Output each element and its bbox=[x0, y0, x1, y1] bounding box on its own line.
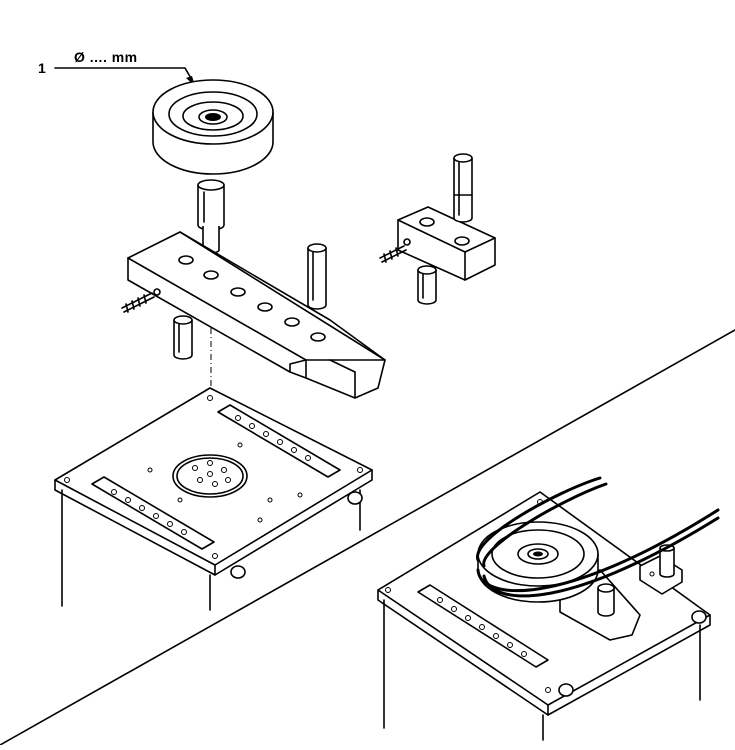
callout-number: 1 bbox=[38, 60, 46, 76]
machine-housing-left bbox=[54, 387, 373, 611]
stop-block-pin-top bbox=[453, 153, 473, 223]
stop-block bbox=[397, 206, 496, 281]
stop-block-screw bbox=[379, 245, 407, 263]
bending-arm bbox=[127, 231, 386, 399]
arm-pin bbox=[307, 243, 327, 310]
divider-line bbox=[0, 329, 735, 746]
pulley-shaft bbox=[197, 179, 225, 254]
stop-block-pin-bottom bbox=[417, 265, 437, 305]
lower-pin bbox=[173, 315, 193, 360]
callout-leader bbox=[54, 67, 195, 86]
pulley-wheel bbox=[152, 79, 274, 175]
machine-housing-right bbox=[377, 476, 720, 741]
callout-dimension-label: Ø .... mm bbox=[74, 49, 138, 65]
arm-set-screw bbox=[121, 288, 161, 313]
